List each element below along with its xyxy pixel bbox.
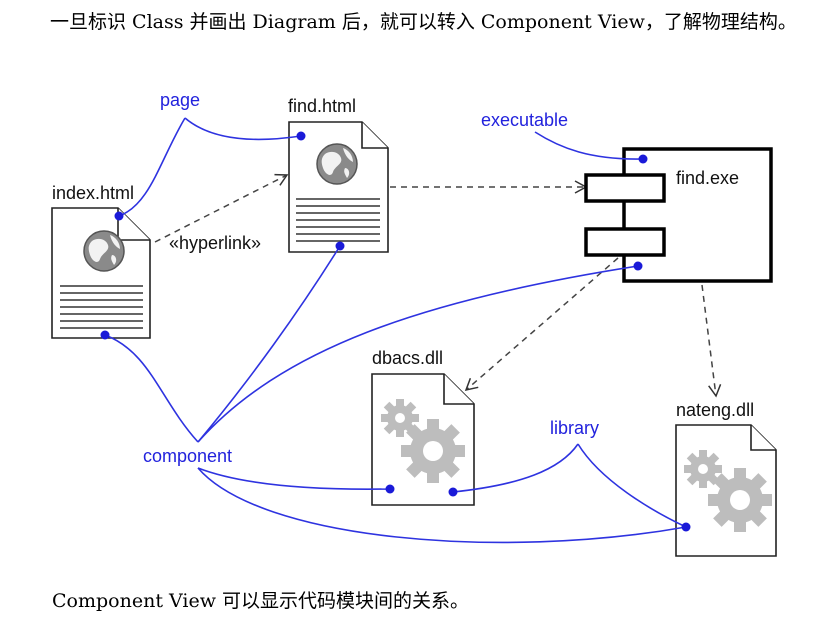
- hyperlink-dependency: [154, 173, 289, 243]
- index-html-label: index.html: [52, 183, 134, 203]
- exe-to-nateng-dependency: [701, 284, 722, 398]
- outro-paragraph: Component View 可以显示代码模块间的关系。: [52, 590, 469, 612]
- dbacs-dll-label: dbacs.dll: [372, 348, 443, 368]
- annotation-connectors: [104, 117, 687, 544]
- find-html-document: [288, 121, 389, 253]
- library-annotation: library: [550, 418, 599, 438]
- intro-paragraph: 一旦标识 Class 并画出 Diagram 后，就可以转入 Component…: [50, 11, 797, 33]
- find-exe-label: find.exe: [676, 168, 739, 188]
- component-port-top: [584, 173, 666, 203]
- dependency-arrows: [154, 173, 722, 398]
- anchor-dots: [100, 131, 691, 532]
- index-html-document: [51, 207, 151, 339]
- hyperlink-stereotype-label: «hyperlink»: [169, 233, 261, 253]
- gear-icon: [708, 468, 772, 532]
- find-html-label: find.html: [288, 96, 356, 116]
- nateng-dll-document: [675, 424, 777, 557]
- page-annotation: page: [160, 90, 200, 110]
- executable-annotation: executable: [481, 110, 568, 130]
- component-port-bottom: [584, 227, 666, 257]
- gear-icon: [401, 419, 465, 483]
- globe-icon: [316, 143, 358, 185]
- component-annotation: component: [143, 446, 232, 466]
- exe-to-dbacs-dependency: [464, 257, 619, 392]
- globe-icon: [83, 230, 125, 272]
- find-exe-component: [584, 147, 773, 283]
- nateng-dll-label: nateng.dll: [676, 400, 754, 420]
- dbacs-dll-document: [371, 373, 475, 506]
